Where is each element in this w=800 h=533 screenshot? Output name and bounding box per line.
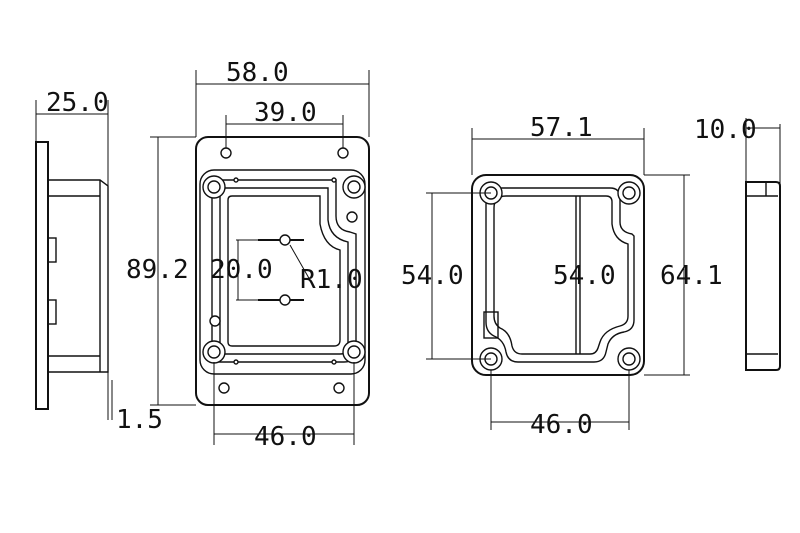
lid-mount-spacing-dim-label: 46.0 [530,410,593,440]
depth-dim-label: 25.0 [46,88,109,118]
lid-view: 57.1 54.0 54.0 64.1 46.0 [401,113,723,440]
right-side-view: 10.0 [694,115,781,371]
lid-height-dim-label: 64.1 [660,261,723,291]
base-width-dim-label: 58.0 [226,58,289,88]
lid-thickness-dim-label: 10.0 [694,115,757,145]
base-hole-spacing-dim-label: 39.0 [254,98,317,128]
wall-dim-label: 1.5 [116,405,163,435]
base-top-view: 58.0 39.0 89.2 20.0 R1.0 46.0 [126,58,370,452]
mount-hole-icon [220,147,232,159]
lid-inner-height-2-dim-label: 54.0 [553,261,616,291]
base-inner-spacing-dim-label: 20.0 [210,255,273,285]
mount-hole-icon [337,147,349,159]
base-mount-spacing-dim-label: 46.0 [254,422,317,452]
left-side-view: 25.0 1.5 [35,88,163,435]
lid-width-dim-label: 57.1 [530,113,593,143]
base-radius-dim-label: R1.0 [300,265,363,295]
lid-inner-height-dim-label: 54.0 [401,261,464,291]
base-height-dim-label: 89.2 [126,255,189,285]
